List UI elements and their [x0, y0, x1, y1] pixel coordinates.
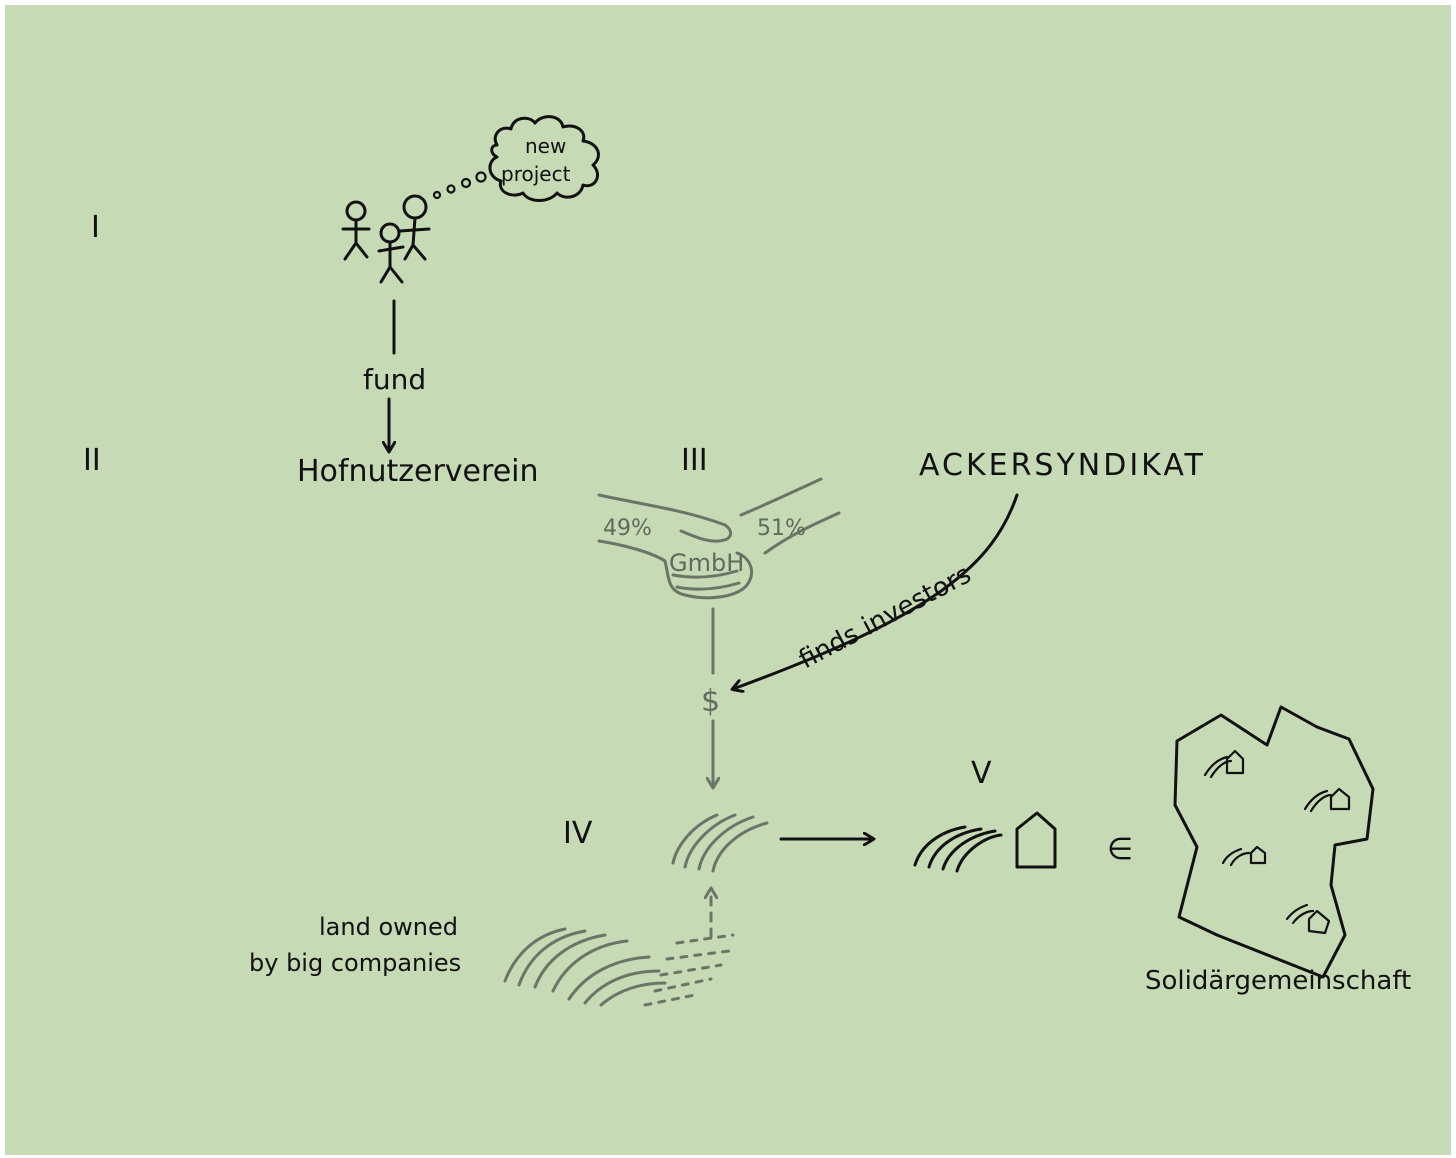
land-owned-line-1: land owned — [319, 913, 458, 941]
big-company-land-icon — [503, 927, 735, 1007]
stage-label-iv: IV — [563, 816, 593, 851]
farmhouse-icon — [1015, 811, 1057, 869]
dollar-sign: $ — [701, 684, 720, 719]
element-of-symbol: ∈ — [1107, 832, 1133, 867]
share-right-label: 51% — [757, 516, 806, 541]
land-owned-line-2: by big companies — [249, 949, 461, 977]
ackersyndikat-label: ACKERSYNDIKAT — [919, 448, 1206, 483]
finds-investors-arrow — [733, 493, 1019, 689]
field-icon — [671, 813, 769, 873]
finds-investors-label: finds investors — [794, 559, 976, 675]
gmbh-label: GmbH — [669, 549, 744, 577]
solidargemeinschaft-region-icon — [1173, 705, 1375, 979]
stage-label-ii: II — [83, 443, 101, 478]
handshake-icon — [597, 477, 841, 600]
solidargemeinschaft-label: Solidärgemeinschaft — [1145, 966, 1411, 996]
diagram-canvas: I II III IV V — [5, 5, 1451, 1155]
member-farms-icon — [1203, 749, 1351, 935]
thought-line-2: project — [501, 162, 571, 186]
stage-label-i: I — [91, 210, 100, 245]
fund-label: fund — [363, 363, 426, 396]
stage-label-iii: III — [681, 443, 708, 478]
hofnutzerverein-label: Hofnutzerverein — [297, 454, 539, 489]
thought-dots-icon — [432, 171, 487, 200]
share-left-label: 49% — [603, 516, 652, 541]
stick-figures-icon — [341, 194, 431, 284]
diagram-svg: I II III IV V — [83, 115, 1411, 1007]
thought-cloud-icon — [488, 115, 600, 202]
stage-label-v: V — [971, 756, 992, 791]
thought-line-1: new — [525, 134, 566, 158]
farm-field-icon — [913, 825, 1003, 873]
